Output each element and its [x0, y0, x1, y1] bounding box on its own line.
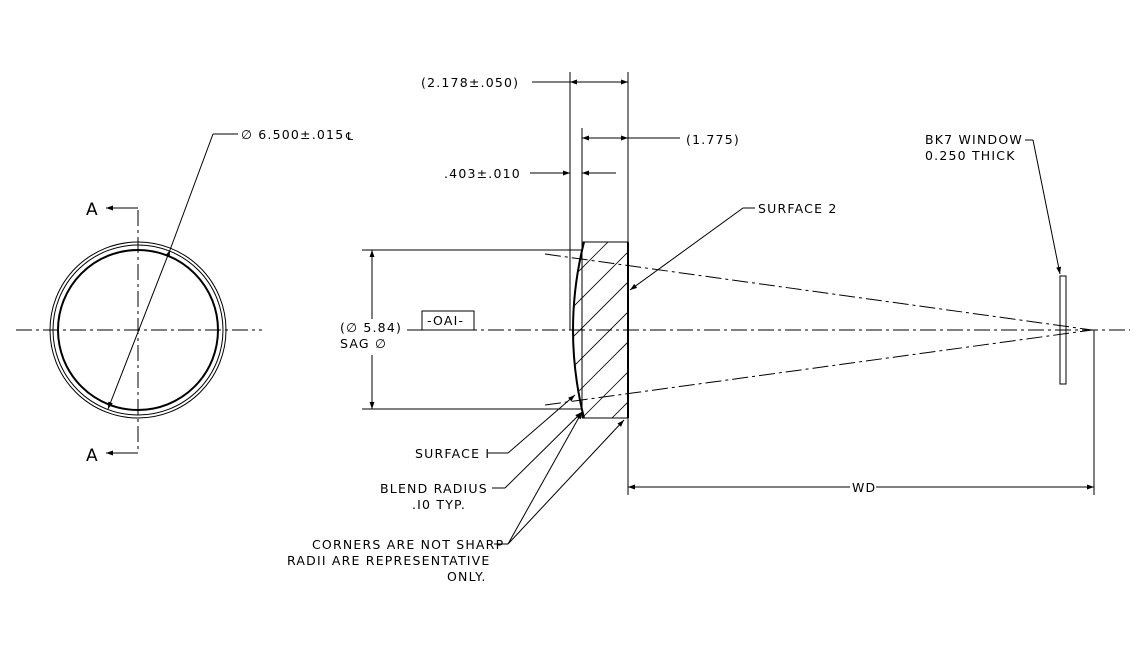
- blend-label-1: BLEND RADIUS: [380, 481, 488, 496]
- lens-hatching: [573, 242, 628, 418]
- corners-note-2: RADII ARE REPRESENTATIVE: [287, 553, 491, 568]
- sag-diameter-label-2: SAG ∅: [340, 336, 387, 351]
- inner-dimension-label: (1.775): [686, 132, 740, 147]
- window-label-1: BK7 WINDOW: [925, 132, 1023, 147]
- window-label-2: 0.250 THICK: [925, 148, 1016, 163]
- upper-ray: [544, 253, 1093, 331]
- blend-label-2: .I0 TYP.: [412, 497, 466, 512]
- working-distance-label: WD: [852, 480, 876, 495]
- section-label-bottom: A: [86, 446, 99, 466]
- corners-leader-1: [507, 411, 583, 545]
- centerline-symbol: ℄: [345, 130, 354, 143]
- window-leader: [1032, 139, 1062, 275]
- bk7-window: [1059, 275, 1067, 385]
- outer-diameter-label: ∅ 6.500±.015: [241, 127, 344, 142]
- corners-note-3: ONLY.: [447, 569, 487, 584]
- corners-note-1: CORNERS ARE NOT SHARP: [312, 537, 504, 552]
- overall-thickness-label: (2.178±.050): [421, 75, 519, 90]
- lens-bevel-circle: [52, 244, 224, 416]
- lens-outer-circle: [49, 241, 227, 419]
- section-label-top: A: [86, 200, 99, 220]
- diameter-dimension-line: [107, 249, 171, 410]
- surface-2-label: SURFACE 2: [758, 201, 838, 216]
- sag-label-background: [340, 319, 404, 355]
- section-view: (2.178±.050) (1.775) .403±.010 (∅ 5.84) …: [287, 72, 1130, 584]
- front-view: ∅ 6.500±.015 ℄ A A: [16, 127, 354, 466]
- surface-1-leader: [507, 394, 576, 454]
- sag-diameter-label-1: (∅ 5.84): [340, 320, 402, 335]
- surface-2-leader: [629, 207, 744, 291]
- edge-thickness-label: .403±.010: [444, 166, 521, 181]
- diameter-leader: [169, 133, 214, 251]
- lower-ray: [544, 329, 1093, 406]
- surface-1-label: SURFACE I: [415, 446, 490, 461]
- blend-leader: [504, 411, 583, 489]
- surface-1-curve: [572, 241, 585, 419]
- datum-label: -OAI-: [427, 313, 464, 328]
- corners-leader-2: [507, 419, 625, 545]
- datum-box: [421, 310, 475, 331]
